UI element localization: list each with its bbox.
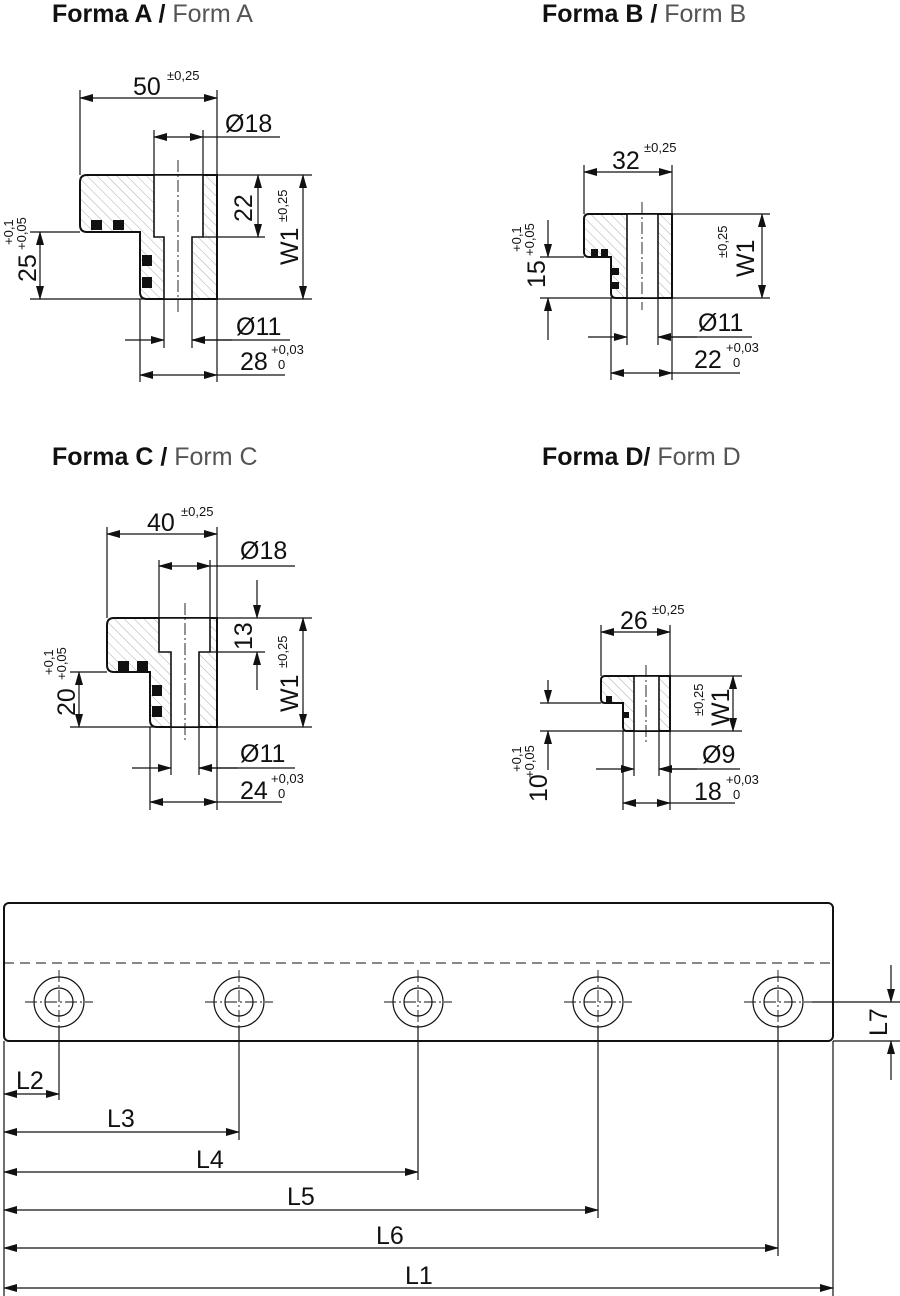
form-a-step-tol-low: +0,05 xyxy=(14,217,29,250)
form-b-width-tol: ±0,25 xyxy=(644,140,676,155)
rail-dim-l2: L2 xyxy=(16,1067,44,1095)
mounting-holes xyxy=(25,970,812,1034)
form-a-bore-dia: Ø11 xyxy=(236,313,281,341)
form-a-w1: W1 xyxy=(276,228,304,266)
form-c-w1: W1 xyxy=(276,675,304,713)
form-b-step: 15 xyxy=(523,260,551,288)
form-d-step: 10 xyxy=(525,774,553,802)
form-a-w1-tol: ±0,25 xyxy=(275,190,290,222)
form-a-head-dia: Ø18 xyxy=(225,110,272,138)
form-a-step: 25 xyxy=(14,254,42,282)
form-b-w1-tol: ±0,25 xyxy=(715,226,730,258)
form-a-key-width: 28 xyxy=(240,348,268,376)
form-c-step-tol-low: +0,05 xyxy=(54,647,69,680)
form-c-width-tol: ±0,25 xyxy=(181,504,213,519)
form-b-bore-dia: Ø11 xyxy=(698,309,743,337)
form-c-width: 40 xyxy=(147,509,175,537)
form-d-step-tol-low: +0,05 xyxy=(522,745,537,778)
form-d-key-tol-low: 0 xyxy=(733,787,740,802)
rail-dim-l7: L7 xyxy=(865,1008,893,1036)
title-form-a: Forma A / Form A xyxy=(52,0,253,28)
rail-dim-l4: L4 xyxy=(196,1146,224,1174)
rail-dim-l5: L5 xyxy=(287,1183,315,1211)
form-c-bore-dia: Ø11 xyxy=(240,740,285,768)
rail-dim-l3: L3 xyxy=(107,1105,135,1133)
form-d-drawing xyxy=(540,625,742,810)
form-d-bore-dia: Ø9 xyxy=(702,741,735,769)
form-c-w1-tol: ±0,25 xyxy=(275,636,290,668)
form-a-key-tol-up: +0,03 xyxy=(271,342,304,357)
form-c-key-tol-low: 0 xyxy=(278,786,285,801)
rail-drawing xyxy=(3,902,900,1296)
form-a-drawing xyxy=(30,90,312,382)
rail-dim-l1: L1 xyxy=(405,1262,433,1290)
form-d-width: 26 xyxy=(620,607,648,635)
form-b-drawing xyxy=(540,165,770,380)
form-b-w1: W1 xyxy=(732,240,760,278)
form-a-head-depth: 22 xyxy=(230,194,258,222)
form-c-drawing xyxy=(70,527,312,810)
form-d-w1-tol: ±0,25 xyxy=(691,684,706,716)
title-form-c: Forma C / Form C xyxy=(52,443,258,471)
form-a-step-tol-up: +0,1 xyxy=(1,219,16,245)
form-d-key-tol-up: +0,03 xyxy=(726,772,759,787)
form-b-key-tol-low: 0 xyxy=(733,355,740,370)
form-c-step-tol-up: +0,1 xyxy=(41,649,56,675)
form-b-step-tol-low: +0,05 xyxy=(522,223,537,256)
form-c-key-tol-up: +0,03 xyxy=(271,771,304,786)
title-form-d: Forma D/ Form D xyxy=(542,443,741,471)
form-d-w1: W1 xyxy=(707,689,735,727)
form-b-step-tol-up: +0,1 xyxy=(509,226,524,252)
form-c-head-depth: 13 xyxy=(230,622,258,650)
title-form-b: Forma B / Form B xyxy=(542,0,746,28)
form-a-key-tol-low: 0 xyxy=(278,357,285,372)
form-d-width-tol: ±0,25 xyxy=(652,602,684,617)
form-b-width: 32 xyxy=(612,147,640,175)
form-c-step: 20 xyxy=(53,688,81,716)
form-a-width: 50 xyxy=(133,73,161,101)
form-c-head-dia: Ø18 xyxy=(240,537,287,565)
form-d-step-tol-up: +0,1 xyxy=(509,746,524,772)
rail-dim-l6: L6 xyxy=(376,1222,404,1250)
form-b-key-tol-up: +0,03 xyxy=(726,340,759,355)
form-c-key-width: 24 xyxy=(240,777,268,805)
form-d-key-width: 18 xyxy=(694,778,722,806)
form-b-key-width: 22 xyxy=(694,346,722,374)
form-a-width-tol: ±0,25 xyxy=(167,68,199,83)
